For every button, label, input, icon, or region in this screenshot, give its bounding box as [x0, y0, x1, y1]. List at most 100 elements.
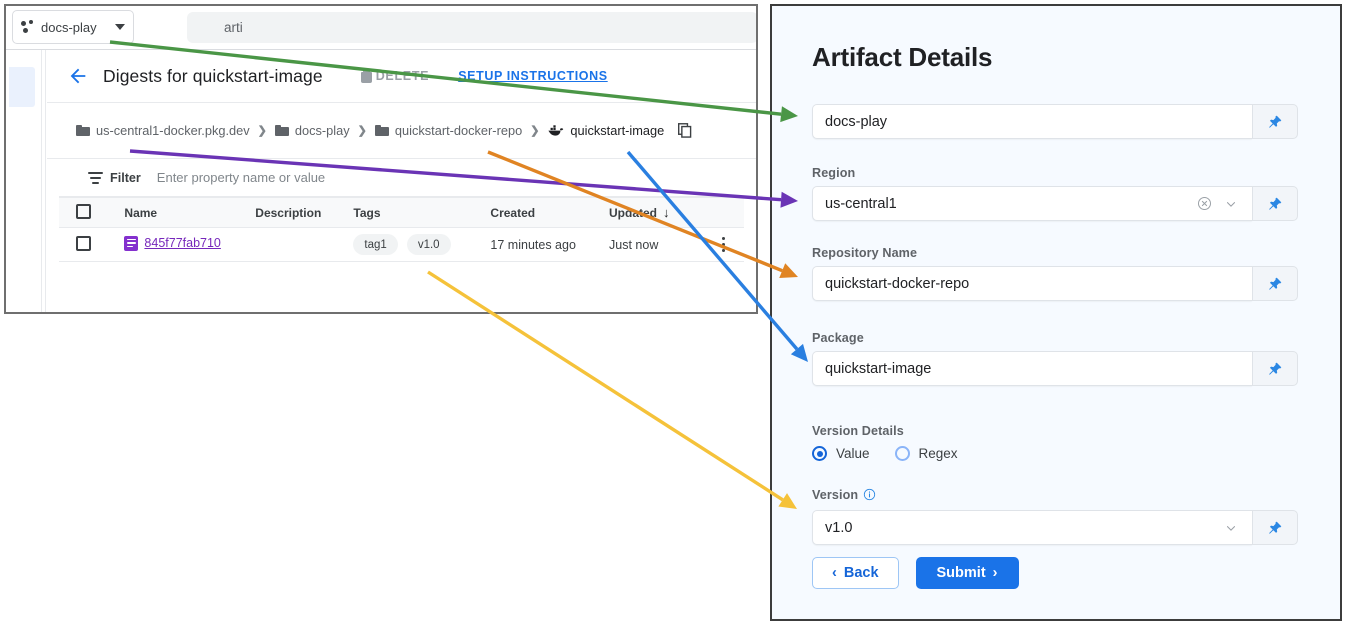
version-input[interactable]: v1.0 [812, 510, 1252, 545]
submit-button-label: Submit [936, 565, 986, 581]
filter-label: Filter [110, 170, 141, 185]
column-header-updated-label: Updated [609, 206, 658, 220]
project-selector-chip[interactable]: docs-play [12, 10, 134, 44]
chevron-down-icon[interactable] [1224, 197, 1238, 211]
package-pin-button[interactable] [1252, 351, 1298, 386]
back-arrow-icon[interactable] [67, 65, 89, 87]
field-group-version: Version v1.0 [812, 488, 1298, 545]
digest-link[interactable]: 845f77fab710 [124, 235, 221, 251]
page-header: Digests for quickstart-image DELETE SETU… [47, 50, 756, 103]
row-select-cell[interactable] [59, 227, 125, 262]
submit-button[interactable]: Submit › [915, 557, 1019, 589]
row-description-cell [255, 227, 354, 262]
region-field-row: us-central1 [812, 186, 1298, 221]
select-all-header[interactable] [59, 197, 125, 228]
breadcrumb-label: docs-play [294, 123, 350, 138]
setup-instructions-link[interactable]: SETUP INSTRUCTIONS [458, 69, 608, 83]
pin-icon [1267, 520, 1283, 536]
radio-value[interactable] [812, 446, 827, 461]
project-input[interactable]: docs-play [812, 104, 1252, 139]
page-content: Digests for quickstart-image DELETE SETU… [47, 50, 756, 312]
breadcrumb-separator: ❯ [357, 125, 367, 137]
repository-input[interactable]: quickstart-docker-repo [812, 266, 1252, 301]
region-input[interactable]: us-central1 [812, 186, 1252, 221]
circle-x-icon[interactable] [1197, 196, 1212, 211]
back-button[interactable]: ‹ Back [812, 557, 899, 589]
page-title: Digests for quickstart-image [103, 65, 323, 86]
pin-icon [1267, 114, 1283, 130]
version-field-row: v1.0 [812, 510, 1298, 545]
select-all-checkbox[interactable] [76, 203, 91, 219]
row-checkbox[interactable] [76, 235, 91, 251]
chevron-down-icon[interactable] [1224, 521, 1238, 535]
row-actions-cell[interactable] [703, 227, 744, 262]
page-header-actions: DELETE SETUP INSTRUCTIONS [360, 69, 608, 83]
row-tags-cell: tag1 v1.0 [353, 227, 491, 262]
digest-doc-icon [124, 235, 139, 251]
back-button-label: Back [843, 565, 879, 581]
trash-icon [360, 69, 372, 83]
breadcrumb-label: us-central1-docker.pkg.dev [96, 123, 250, 138]
radio-regex-label: Regex [918, 446, 958, 461]
version-details-label: Version Details [812, 424, 904, 438]
panel-title: Artifact Details [812, 42, 993, 72]
radio-regex[interactable] [894, 446, 910, 461]
breadcrumb-label: quickstart-docker-repo [394, 123, 523, 138]
docker-whale-icon [547, 124, 564, 137]
kebab-menu-icon[interactable] [703, 237, 744, 252]
repository-pin-button[interactable] [1252, 266, 1298, 301]
search-input[interactable]: arti [187, 12, 756, 43]
pin-icon [1267, 276, 1283, 292]
version-label-text: Version [812, 488, 859, 502]
package-field-row: quickstart-image [812, 351, 1298, 386]
arrow-down-icon: ↓ [663, 205, 670, 220]
chevron-down-icon [115, 24, 125, 30]
delete-button[interactable]: DELETE [360, 69, 430, 83]
column-header-name[interactable]: Name [124, 197, 256, 228]
package-input[interactable]: quickstart-image [812, 351, 1252, 386]
repository-label: Repository Name [812, 246, 918, 260]
project-input-value: docs-play [825, 113, 888, 130]
delete-button-label: DELETE [375, 69, 430, 83]
table-header-row: Name Description Tags Created Updated ↓ [59, 197, 744, 228]
breadcrumb: us-central1-docker.pkg.dev ❯ docs-play ❯… [47, 103, 756, 159]
column-header-description[interactable]: Description [255, 197, 354, 228]
field-group-project: docs-play [812, 104, 1298, 139]
info-icon[interactable] [863, 488, 876, 504]
breadcrumb-item-package[interactable]: quickstart-image [547, 123, 664, 138]
field-group-package: Package quickstart-image [812, 331, 1298, 386]
omnibox-value: arti [224, 20, 243, 35]
artifact-details-panel: Artifact Details docs-play Region us-cen… [770, 4, 1342, 621]
tag-badge: v1.0 [406, 234, 451, 255]
left-nav-rail-secondary [42, 50, 46, 312]
filter-input[interactable]: Enter property name or value [156, 170, 326, 185]
project-chip-label: docs-play [41, 19, 97, 35]
region-input-value: us-central1 [825, 195, 897, 212]
column-header-updated[interactable]: Updated ↓ [609, 197, 704, 228]
version-details-radios: Value Regex [812, 446, 1298, 461]
breadcrumb-item-registry[interactable]: us-central1-docker.pkg.dev [76, 123, 250, 138]
nav-rail-selected-item[interactable] [9, 67, 35, 107]
digests-table: Name Description Tags Created Updated ↓ [59, 197, 744, 262]
row-created-cell: 17 minutes ago [490, 227, 610, 262]
digest-link-label: 845f77fab710 [144, 236, 221, 250]
breadcrumb-item-project[interactable]: docs-play [274, 123, 350, 138]
version-pin-button[interactable] [1252, 510, 1298, 545]
filter-bar[interactable]: Filter Enter property name or value [59, 159, 744, 197]
folder-icon [374, 125, 389, 136]
pin-icon [1267, 361, 1283, 377]
radio-value-label: Value [836, 446, 870, 461]
project-pin-button[interactable] [1252, 104, 1298, 139]
region-pin-button[interactable] [1252, 186, 1298, 221]
package-input-value: quickstart-image [825, 360, 932, 377]
form-actions: ‹ Back Submit › [812, 557, 1019, 589]
column-header-actions [703, 197, 744, 228]
breadcrumb-separator: ❯ [530, 125, 540, 137]
breadcrumb-item-repository[interactable]: quickstart-docker-repo [374, 123, 523, 138]
column-header-tags[interactable]: Tags [353, 197, 491, 228]
package-label: Package [812, 331, 864, 345]
copy-icon[interactable] [678, 123, 692, 138]
column-header-created[interactable]: Created [490, 197, 610, 228]
tag-badge: tag1 [353, 234, 398, 255]
